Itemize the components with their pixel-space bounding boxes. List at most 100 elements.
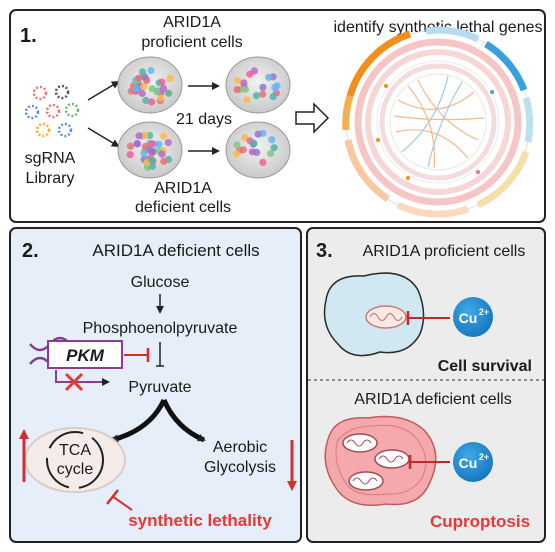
cell-colony-dot	[141, 131, 149, 140]
cell-colony-dot	[240, 79, 248, 87]
library-label-line1: sgRNA	[25, 150, 76, 167]
cell-colony-dot	[271, 84, 279, 92]
panel-3-number: 3.	[316, 240, 333, 262]
proficient-cell	[323, 272, 450, 357]
cell-colony-dot	[267, 149, 275, 158]
mitochondrion-icon	[348, 471, 384, 491]
dish-proficient-day21	[225, 56, 291, 114]
cell-colony-dot	[165, 89, 173, 97]
cell-colony-dot	[140, 83, 148, 91]
cell-colony-dot	[259, 83, 267, 91]
cell-colony-dot	[265, 73, 273, 81]
cell-colony-dot	[241, 85, 250, 93]
cell-colony-dot	[147, 98, 156, 106]
cell-colony-dot	[157, 94, 165, 102]
pkm-gene: PKM	[29, 336, 150, 392]
cell-colony-dot	[166, 74, 174, 82]
cell-colony-dot	[139, 68, 147, 76]
cell-colony-dot	[158, 78, 166, 86]
cell-colony-dot	[252, 92, 261, 100]
hollow-arrow-icon	[295, 102, 330, 134]
cell-colony-dot	[138, 89, 146, 98]
dish-proficient-day0	[117, 56, 183, 114]
aerobic-label-line1: Aerobic	[213, 439, 267, 456]
mitochondrion-icon	[342, 433, 378, 453]
cell-colony-dot	[270, 144, 278, 152]
panel-2-title: ARID1A deficient cells	[92, 241, 259, 260]
tca-label-line2: cycle	[57, 461, 94, 478]
arrow-to-tca	[110, 398, 167, 443]
panel-2-number: 2.	[22, 240, 39, 262]
cell-colony-dot	[268, 136, 276, 144]
cell-colony-dot	[239, 146, 247, 154]
cell-colony-dot	[233, 86, 241, 94]
cell-colony-dot	[153, 87, 161, 95]
proficient-label-line2: proficient cells	[141, 34, 242, 51]
copper-top-symbol: Cu	[459, 310, 478, 326]
arrow-to-proficient	[87, 80, 120, 101]
dish-deficient-day0	[117, 121, 183, 179]
copper-top-charge: 2+	[479, 307, 489, 317]
tca-cycle: TCA cycle	[24, 427, 133, 511]
cell-colony-dot	[140, 149, 148, 157]
cell-colony-dot	[241, 134, 249, 142]
cell-colony-dot	[243, 96, 251, 104]
cell-colony-dot	[133, 140, 141, 148]
panel-screening: 1. sgRNA Library ARID1A proficient cells…	[9, 9, 546, 223]
cell-colony-dot	[147, 66, 155, 75]
panel-cuproptosis: 3. ARID1A proficient cells Cu 2+ Cell su…	[306, 227, 546, 543]
sgrna-virus-icons	[24, 84, 80, 138]
aerobic-label-line2: Glycolysis	[204, 459, 276, 476]
cell-colony-dot	[250, 139, 258, 147]
cell-colony-dot	[142, 96, 150, 105]
cell-colony-dot	[233, 141, 241, 149]
panel-1-number: 1.	[20, 25, 37, 47]
glucose-label: Glucose	[131, 274, 190, 291]
cell-colony-dot	[259, 158, 267, 166]
circos-plot	[342, 26, 534, 218]
proficient-label-line1: ARID1A	[163, 14, 221, 31]
survival-label: Cell survival	[438, 358, 532, 375]
panel-3-top-title: ARID1A proficient cells	[363, 243, 526, 260]
tca-inhibition	[106, 489, 119, 505]
deficient-label-line2: deficient cells	[135, 199, 231, 216]
copper-ion-top: Cu 2+	[453, 297, 493, 337]
cell-colony-dot	[146, 146, 154, 155]
panel-3-bottom-title: ARID1A deficient cells	[354, 391, 511, 408]
cell-colony-dot	[253, 148, 261, 156]
mitochondrion-icon	[374, 449, 410, 469]
outcome-label: Cuproptosis	[430, 512, 530, 531]
arrow-to-deficient	[87, 127, 120, 148]
cell-colony-dot	[164, 139, 172, 147]
cell-colony-dot	[160, 132, 168, 140]
pep-label: Phosphoenolpyruvate	[83, 320, 238, 337]
cell-colony-dot	[159, 84, 168, 92]
cell-colony-dot	[233, 150, 241, 158]
pkm-label: PKM	[66, 346, 105, 365]
pyruvate-label: Pyruvate	[128, 379, 191, 396]
cell-colony-dot	[234, 77, 242, 85]
cell-colony-dot	[147, 156, 156, 164]
copper-bottom-symbol: Cu	[459, 455, 478, 471]
cell-colony-dot	[160, 157, 168, 165]
conclusion-label: synthetic lethality	[128, 511, 272, 530]
cell-colony-dot	[158, 150, 166, 158]
cell-colony-dot	[269, 93, 277, 101]
cell-colony-dot	[148, 140, 156, 148]
panel-metabolism: 2. ARID1A deficient cells Glucose Phosph…	[9, 227, 302, 543]
cell-colony-dot	[246, 70, 254, 78]
cell-colony-dot	[148, 162, 157, 170]
copper-ion-bottom: Cu 2+	[453, 442, 493, 482]
cell-colony-dot	[141, 142, 149, 150]
deficient-label-line1: ARID1A	[154, 180, 212, 197]
cell-colony-dot	[135, 132, 143, 140]
cell-colony-dot	[126, 142, 135, 150]
library-label-line2: Library	[26, 170, 75, 187]
cell-colony-dot	[126, 151, 134, 159]
tca-label-line1: TCA	[59, 442, 91, 459]
dish-deficient-day21	[225, 121, 291, 179]
cell-colony-dot	[135, 74, 143, 82]
cell-colony-dot	[259, 90, 267, 98]
cell-colony-dot	[132, 85, 140, 93]
